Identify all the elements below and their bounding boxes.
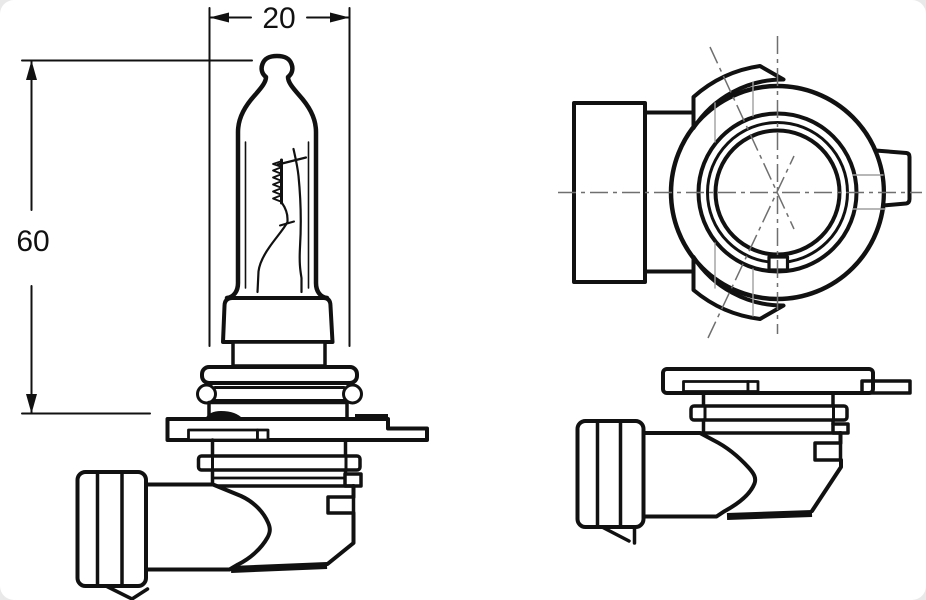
housing-right-edge: [810, 458, 843, 513]
wire-tick: [279, 220, 295, 227]
filament-coil-turns: [272, 160, 283, 203]
envelope-inner-wall: [244, 141, 310, 289]
centerlines: [558, 36, 922, 339]
base-collar: [200, 365, 359, 385]
housing-bottom-thick: [726, 510, 813, 520]
base-cap: [221, 296, 335, 344]
front-view: [558, 36, 922, 339]
filament-support-bar: [276, 156, 308, 166]
bulb-base: [165, 296, 429, 488]
dimension-width: 20: [208, 2, 351, 347]
side-view: 20 60: [16, 2, 429, 600]
housing-clip-notch: [813, 441, 843, 462]
centerline-diagonal: [707, 155, 795, 339]
housing-right-edge: [325, 511, 356, 566]
flange-key-slot: [746, 380, 760, 393]
connector-housing: [575, 419, 843, 545]
arrow-up-icon: [26, 60, 37, 80]
gasket-ring-inner: [703, 404, 835, 422]
gasket-ring: [196, 454, 362, 472]
connector-foot: [600, 525, 631, 543]
flange-key-slot: [682, 380, 750, 393]
gasket-neck: [210, 438, 348, 458]
filament: [256, 147, 308, 294]
lead-wire-left: [256, 201, 289, 294]
base-neck: [231, 340, 327, 368]
o-ring-end: [196, 383, 217, 405]
gasket-neck: [701, 418, 835, 435]
flange-key-slot: [187, 428, 259, 442]
housing-barrel-beak: [144, 482, 272, 572]
keying-lug-right: [873, 148, 912, 208]
dimension-height-label: 60: [16, 225, 49, 258]
connector-plug-ribs: [595, 421, 623, 527]
base-side-view: [575, 367, 912, 545]
arrow-left-icon: [209, 12, 229, 23]
flange-side-tab: [860, 379, 912, 395]
flange-key-slot: [256, 428, 270, 442]
housing-barrel-beak: [641, 431, 758, 519]
glass-envelope: [224, 53, 330, 301]
dimension-width-label: 20: [262, 2, 295, 35]
construction-lines: [714, 81, 886, 317]
housing-bottom-thick: [230, 562, 328, 573]
lead-wire-right: [292, 147, 303, 294]
envelope-outline: [224, 53, 330, 301]
o-ring-end: [342, 383, 363, 405]
o-ring: [196, 383, 363, 405]
gasket-neck: [701, 391, 835, 408]
keying-tab-bottom: [691, 255, 786, 321]
gasket-ring: [689, 404, 849, 422]
connector-housing: [75, 470, 356, 600]
gasket-ring-inner: [211, 454, 348, 472]
centerline-diagonal: [709, 46, 795, 230]
flange-thick-edge: [355, 414, 388, 420]
connector-plug-ribs: [95, 472, 124, 586]
dimension-height: 60: [16, 59, 253, 415]
arrow-down-icon: [26, 394, 37, 414]
connector-plug: [75, 470, 148, 588]
connector-foot: [104, 584, 150, 600]
keying-tab-top: [691, 64, 786, 130]
housing-clip-notch: [326, 495, 356, 515]
plug-connection-line: [643, 110, 696, 274]
o-ring-body: [213, 386, 346, 402]
arrow-right-icon: [330, 12, 350, 23]
connector-plug: [575, 419, 646, 529]
